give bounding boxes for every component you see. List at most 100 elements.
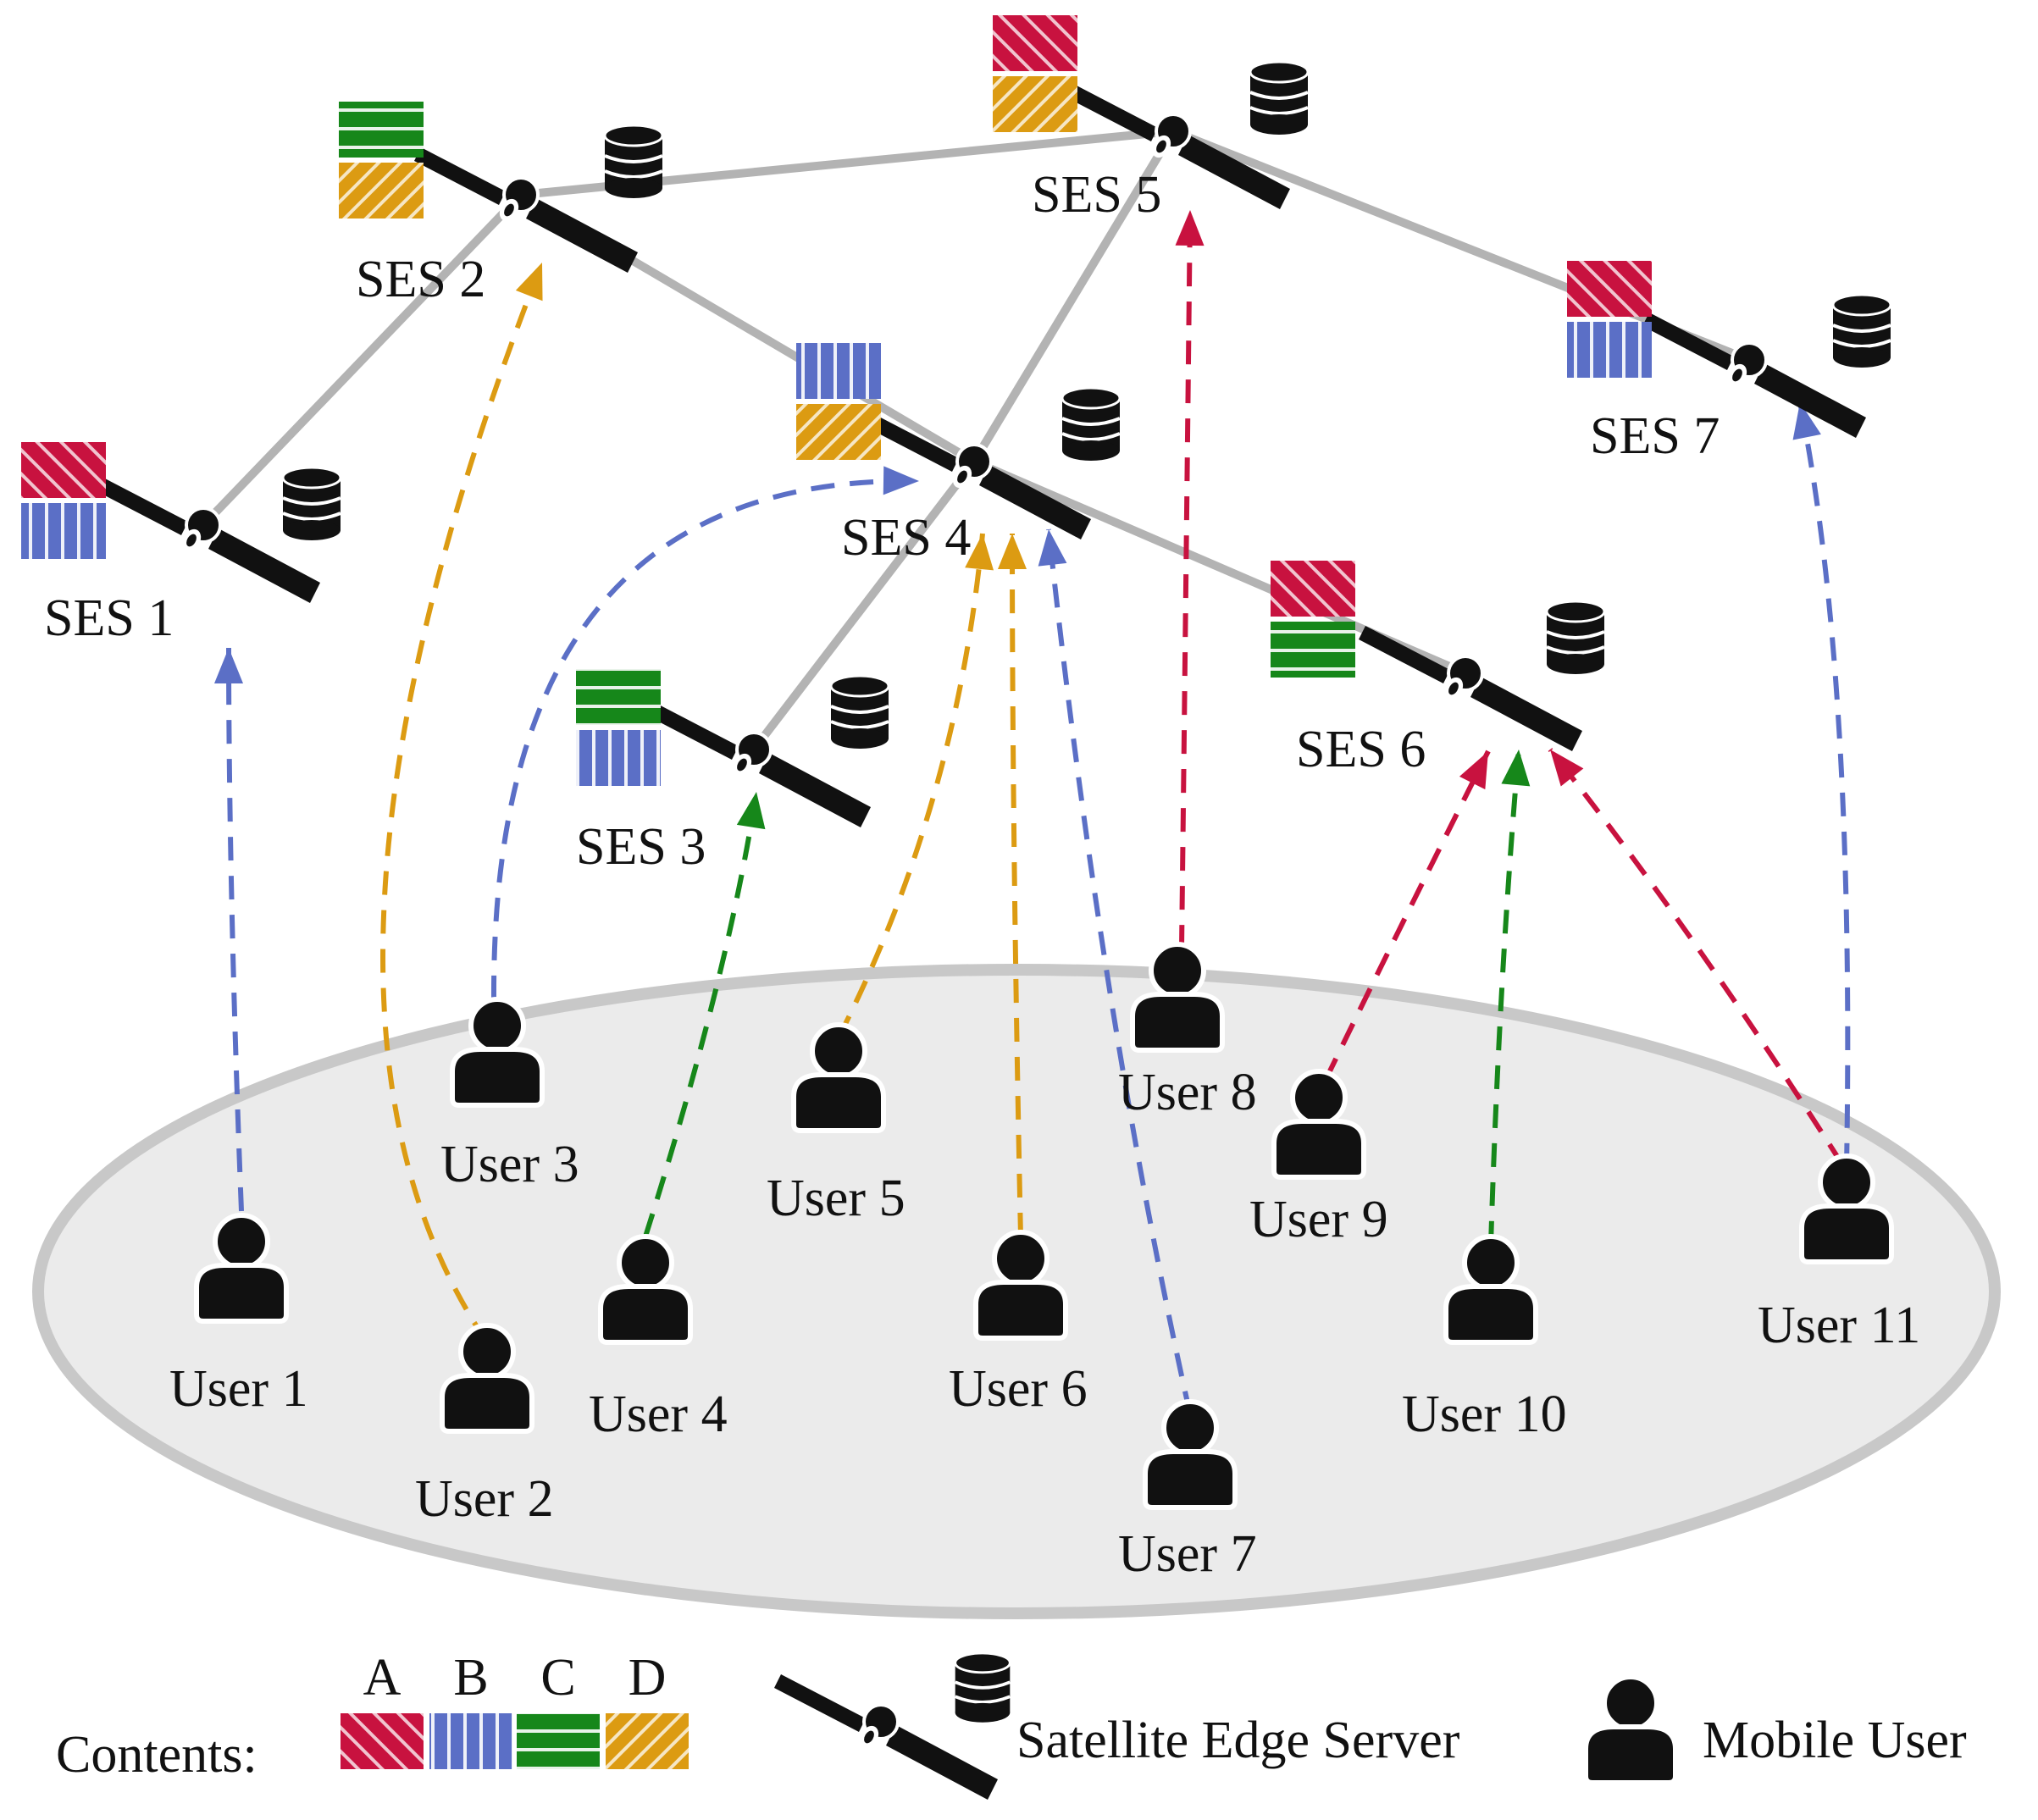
request-path-u1-ses1 [226, 647, 244, 1212]
legend-swatch-D [606, 1713, 689, 1769]
user-u3: User 3 [440, 999, 579, 1193]
database-icon [603, 124, 664, 200]
legend-swatch-B [429, 1713, 512, 1769]
legend-user-icon [1586, 1677, 1675, 1783]
user-label: User 1 [169, 1360, 308, 1418]
isl-link-ses4-ses3 [750, 458, 977, 753]
request-path-u5-ses4 [836, 533, 985, 1039]
request-arrowhead-u5 [965, 534, 994, 571]
database-icon [281, 466, 342, 542]
legend-contents-label: Contents: [56, 1726, 258, 1784]
cached-content-A [993, 15, 1077, 71]
user-u4: User 4 [589, 1236, 728, 1443]
request-path-u7-ses4 [1046, 528, 1193, 1415]
request-paths [214, 209, 1851, 1415]
user-layer: User 1 User 2 User 3 User 4 User 5 User 6 User… [169, 944, 1920, 1583]
legend-swatch-C [517, 1713, 600, 1769]
user-label: User 5 [767, 1170, 905, 1227]
request-path-u11-ses6 [1548, 748, 1845, 1166]
database-icon [1831, 293, 1892, 369]
cached-content-B [1567, 322, 1652, 378]
cached-content-B [796, 343, 881, 399]
satellite-label: SES 5 [1032, 166, 1161, 224]
request-path-u4-ses3 [643, 791, 759, 1237]
user-label: User 7 [1118, 1525, 1257, 1583]
user-label: User 3 [440, 1136, 579, 1193]
database-icon [1249, 60, 1310, 136]
satellite-label: SES 6 [1296, 721, 1426, 778]
user-label: User 11 [1758, 1297, 1920, 1354]
user-label: User 6 [949, 1360, 1088, 1418]
cached-content-D [339, 163, 424, 219]
cached-content-B [576, 730, 661, 786]
isl-link-ses1-ses2 [200, 191, 524, 528]
satellite-label: SES 2 [356, 251, 485, 308]
user-u8: User 8 [1118, 944, 1257, 1121]
cached-content-D [796, 404, 881, 460]
request-arrowhead-u9 [1459, 751, 1488, 790]
cached-content-A [21, 442, 106, 498]
cached-content-C [339, 102, 424, 158]
cached-content-C [576, 669, 661, 725]
satellite-label: SES 7 [1590, 407, 1720, 465]
cached-content-A [1567, 261, 1652, 317]
request-arrowhead-u4 [736, 792, 766, 830]
satellite-ses7: SES 7 [1567, 261, 1892, 465]
legend-satellite-label: Satellite Edge Server [1016, 1712, 1460, 1769]
user-u10: User 10 [1402, 1236, 1567, 1443]
request-arrowhead-u3 [883, 466, 919, 495]
cached-content-A [1271, 561, 1355, 617]
request-path-u9-ses6 [1323, 750, 1491, 1081]
request-path-u10-ses6 [1488, 749, 1521, 1246]
user-label: User 2 [415, 1470, 554, 1528]
satellite-label: SES 3 [576, 818, 706, 876]
legend-swatch-label-A: A [363, 1649, 402, 1707]
user-u9: User 9 [1249, 1071, 1388, 1248]
satellite-ses3: SES 3 [576, 669, 890, 876]
satellite-ses6: SES 6 [1271, 561, 1606, 778]
request-arrowhead-u10 [1501, 750, 1531, 787]
user-label: User 10 [1402, 1386, 1567, 1443]
request-arrowhead-u7 [1038, 529, 1067, 567]
legend-user-label: Mobile User [1703, 1712, 1967, 1769]
request-arrowhead-u11b [1792, 402, 1821, 440]
request-path-u11b-ses7 [1797, 401, 1851, 1168]
satellite-label: SES 4 [841, 509, 971, 567]
cached-content-D [993, 76, 1077, 132]
request-arrowhead-u11 [1550, 750, 1584, 787]
request-path-u2-ses2 [380, 261, 545, 1344]
satellite-ses1: SES 1 [21, 442, 342, 647]
satellite-label: SES 1 [44, 589, 174, 647]
user-u11: User 11 [1758, 1156, 1920, 1354]
request-path-u6-ses4 [1010, 533, 1023, 1237]
user-u1: User 1 [169, 1215, 308, 1418]
database-icon [1061, 386, 1121, 462]
database-icon [1545, 600, 1606, 676]
request-arrowhead-u1 [214, 648, 243, 683]
satellite-ses4: SES 4 [796, 343, 1121, 567]
legend-database-icon [953, 1651, 1012, 1724]
user-icon [1133, 944, 1222, 1050]
request-path-u8-ses5 [1179, 209, 1193, 949]
request-arrowhead-u8 [1175, 210, 1205, 246]
isl-link-ses5-ses4 [970, 129, 1177, 464]
user-label: User 4 [589, 1386, 728, 1443]
user-u2: User 2 [415, 1325, 554, 1528]
satellite-layer: SES 1 SES 2 SES 3 SES 4 SES 5 SES 6 SES 7 [21, 15, 1892, 876]
user-u7: User 7 [1118, 1402, 1257, 1583]
satellite-ses5: SES 5 [993, 15, 1310, 224]
request-arrowhead-u6 [998, 534, 1027, 569]
request-arrowhead-u2 [515, 263, 543, 301]
satellite-ses2: SES 2 [339, 102, 664, 308]
legend-swatch-label-D: D [629, 1649, 667, 1707]
legend-swatch-A [341, 1713, 424, 1769]
legend-swatch-label-B: B [453, 1649, 488, 1707]
user-label: User 8 [1118, 1064, 1257, 1121]
user-label: User 9 [1249, 1191, 1388, 1248]
database-icon [829, 674, 890, 750]
user-u6: User 6 [949, 1232, 1088, 1418]
cached-content-B [21, 503, 106, 559]
